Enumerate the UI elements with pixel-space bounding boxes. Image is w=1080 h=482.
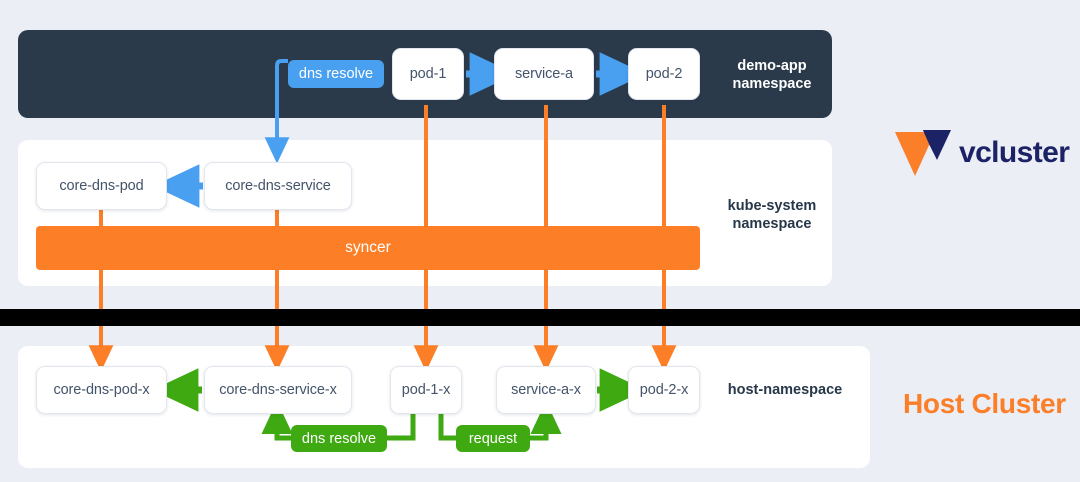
- node-pod-2[interactable]: pod-2: [628, 48, 700, 100]
- node-pod-1-x[interactable]: pod-1-x: [390, 366, 462, 414]
- vcluster-logo: vcluster: [893, 128, 1070, 178]
- label-dns-resolve-virtual: dns resolve: [288, 60, 384, 88]
- host-cluster-title: Host Cluster: [903, 388, 1066, 419]
- node-service-a-x[interactable]: service-a-x: [496, 366, 596, 414]
- node-core-dns-service-x[interactable]: core-dns-service-x: [204, 366, 352, 414]
- node-service-a[interactable]: service-a: [494, 48, 594, 100]
- host-namespace-caption: host-namespace: [727, 382, 843, 398]
- syncer-bar[interactable]: syncer: [36, 226, 700, 270]
- kube-system-namespace-caption: kube-system namespace: [727, 198, 817, 233]
- node-core-dns-pod[interactable]: core-dns-pod: [36, 162, 167, 210]
- node-core-dns-pod-x[interactable]: core-dns-pod-x: [36, 366, 167, 414]
- vcluster-v-mark-icon: [895, 130, 951, 176]
- vcluster-logo-text: vcluster: [959, 136, 1070, 169]
- node-pod-2-x[interactable]: pod-2-x: [628, 366, 700, 414]
- node-pod-1[interactable]: pod-1: [392, 48, 464, 100]
- label-request-host: request: [456, 425, 530, 452]
- cluster-boundary-divider: [0, 309, 1080, 326]
- demo-app-namespace-caption: demo-app namespace: [732, 58, 812, 93]
- node-core-dns-service[interactable]: core-dns-service: [204, 162, 352, 210]
- label-dns-resolve-host: dns resolve: [291, 425, 387, 452]
